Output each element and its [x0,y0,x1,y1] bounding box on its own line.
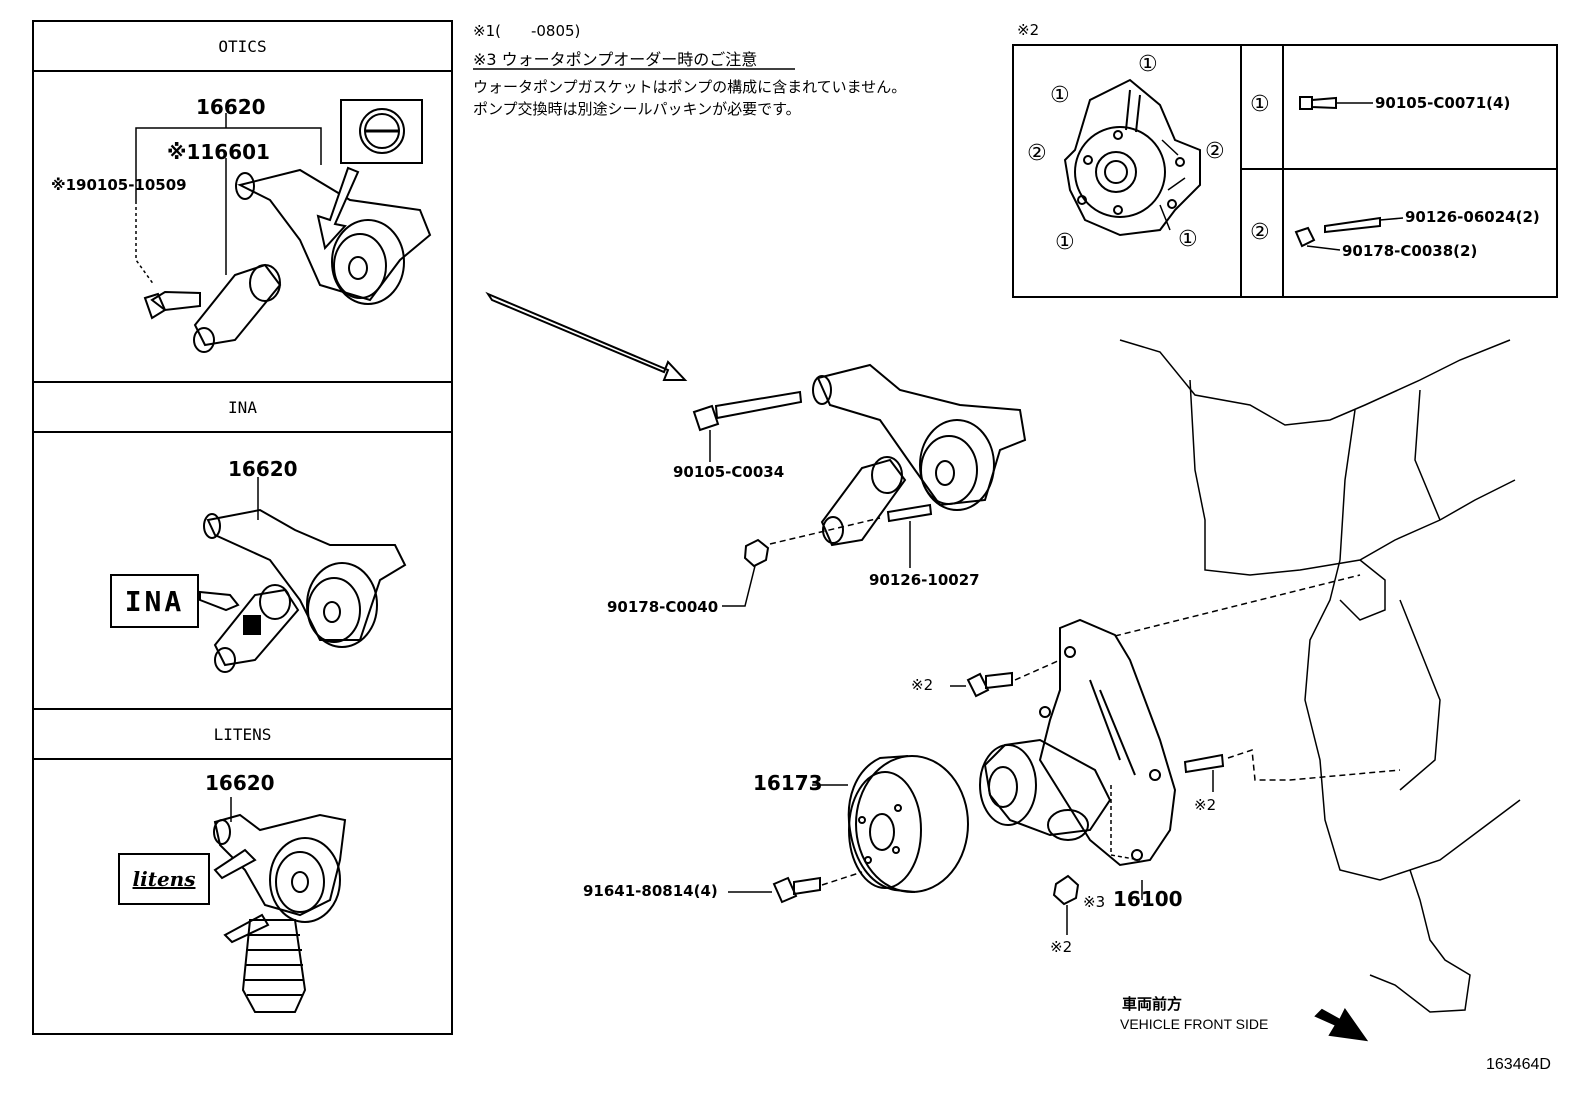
pulley-drawing [812,755,969,893]
label-nut: 90178-C0040 [607,598,719,616]
inset-title: ※2 [1017,21,1040,39]
engine-block-outline [1119,339,1521,1013]
plate-marker-right: ② [1205,139,1225,164]
plate-marker-upper-left: ① [1050,83,1070,108]
direction-label-en: VEHICLE FRONT SIDE [1120,1016,1269,1032]
litens-brand-logo: litens [118,853,210,905]
note-3-heading: ※3 ウォータポンプオーダー時のご注意 [473,50,758,69]
label-stud: 90126-10027 [869,571,980,589]
plate-marker-lower-right: ① [1178,227,1198,252]
direction-label-jp: 車両前方 [1122,995,1183,1013]
front-direction-arrow [1314,1008,1369,1042]
plate-marker-left: ② [1027,141,1047,166]
left-panel-frame [32,20,453,1035]
otics-part-tensioner: ※116601 [167,140,270,164]
inset-row2-marker: ② [1250,220,1270,245]
ina-brand-logo: INA [110,574,199,628]
label-pulley-bolt: 91641-80814(4) [583,882,718,900]
label-ref-bolt: ※2 [911,676,934,694]
inset-stud-nut-icon [1294,216,1404,251]
label-bolt-long: 90105-C0034 [673,463,785,481]
ina-part-main: 16620 [228,457,298,481]
inset-pump-plate [1063,78,1201,237]
inset-row2-nut: 90178-C0038(2) [1342,242,1478,260]
figure-id: 163464D [1486,1056,1551,1073]
otics-part-main: 16620 [196,95,266,119]
inset-row2-stud: 90126-06024(2) [1405,208,1540,226]
plate-marker-lower-left: ① [1055,230,1075,255]
otics-tensioner-drawing [135,99,432,353]
ina-tensioner-drawing [199,477,407,673]
label-pump-note: ※3 [1083,893,1106,911]
inset-row1-marker: ① [1250,92,1270,117]
inset-row1-part: 90105-C0071(4) [1375,94,1511,112]
panel-title-otics: OTICS [218,37,267,56]
label-ref-stud: ※2 [1194,796,1217,814]
plate-marker-top: ① [1138,52,1158,77]
label-pump: 16100 [1113,887,1183,911]
panel-title-litens: LITENS [213,725,272,744]
inset-frame [1012,44,1558,298]
exploded-view-arrow [485,291,688,381]
water-pump-drawing [979,618,1177,900]
main-tensioner-drawing [692,363,1027,607]
label-ref-nut: ※2 [1050,938,1073,956]
note-1: ※1( -0805) [473,22,581,40]
litens-tensioner-drawing [213,797,347,1013]
label-pulley: 16173 [753,771,823,795]
otics-part-bolt: ※190105-10509 [51,176,187,194]
panel-title-ina: INA [228,398,257,417]
note-3-line-1: ウォータポンプガスケットはポンプの構成に含まれていません。 [473,78,907,96]
note-3-line-2: ポンプ交換時は別途シールパッキンが必要です。 [473,100,801,118]
litens-part-main: 16620 [205,771,275,795]
inset-bolt-icon [1299,96,1373,110]
